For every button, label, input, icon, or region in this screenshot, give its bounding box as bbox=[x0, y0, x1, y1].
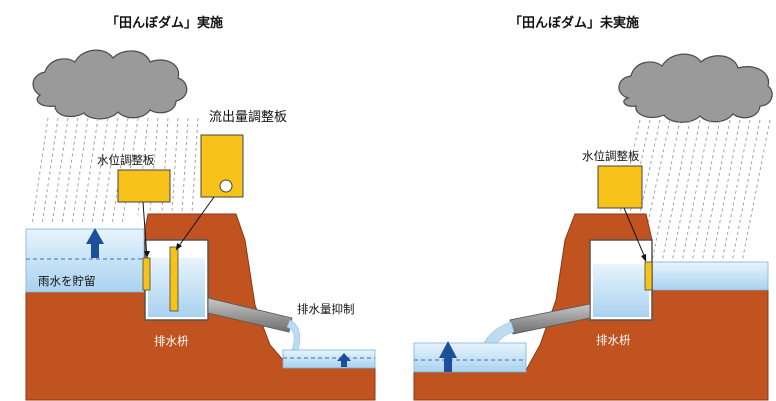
drain-box-water-right bbox=[593, 264, 649, 317]
drain-pipe-right bbox=[509, 303, 591, 335]
leader-line-right bbox=[623, 207, 647, 261]
level-plate-left bbox=[117, 169, 171, 203]
label-drain-box-left: 排水枡 bbox=[154, 334, 189, 348]
leader-arrowhead bbox=[176, 243, 182, 250]
drain-pipe bbox=[207, 297, 293, 333]
title-with-dam: 「田んぼダム」実施 bbox=[106, 15, 223, 31]
stored-rain-water bbox=[25, 228, 145, 293]
water-rise-arrow-icon bbox=[86, 228, 104, 258]
label-drain-box-right: 排水枡 bbox=[596, 333, 631, 347]
left-panel: 流出量調整板 水位調整板 雨水を貯留 排水枡 排水量抑制 bbox=[25, 49, 376, 401]
label-level-plate-right: 水位調整板 bbox=[582, 149, 640, 163]
right-panel: 水位調整板 排水枡 bbox=[413, 53, 773, 401]
outflow-plate bbox=[200, 134, 244, 198]
cloud-icon bbox=[618, 53, 773, 123]
level-plate-strip bbox=[142, 257, 151, 291]
level-plate-right bbox=[597, 165, 643, 209]
outflow-stream bbox=[286, 319, 301, 351]
leader-lines-left bbox=[142, 196, 215, 259]
label-level-plate-left: 水位調整板 bbox=[97, 153, 155, 167]
ditch-rise-arrow-right-icon bbox=[439, 341, 457, 372]
rain-lines bbox=[31, 117, 199, 226]
outflow-plate-hole bbox=[219, 179, 233, 193]
outflow-plate-strip bbox=[169, 246, 179, 312]
outflow-stream-right bbox=[482, 321, 515, 346]
cloud-icon bbox=[32, 49, 188, 120]
ditch-water-right bbox=[413, 342, 527, 373]
leader-arrowhead bbox=[144, 251, 150, 258]
leader-arrowhead-right bbox=[641, 254, 646, 262]
ditch-rise-arrow-icon bbox=[337, 353, 351, 367]
ditch-water-left bbox=[282, 349, 376, 369]
rain-lines-right bbox=[609, 119, 771, 263]
title-without-dam: 「田んぼダム」未実施 bbox=[509, 15, 639, 31]
label-outflow-plate: 流出量調整板 bbox=[209, 110, 287, 125]
level-plate-strip-right bbox=[644, 261, 653, 291]
label-rain-storage: 雨水を貯留 bbox=[38, 274, 96, 288]
field-water-right bbox=[651, 261, 769, 291]
label-drain-suppress: 排水量抑制 bbox=[297, 302, 355, 316]
